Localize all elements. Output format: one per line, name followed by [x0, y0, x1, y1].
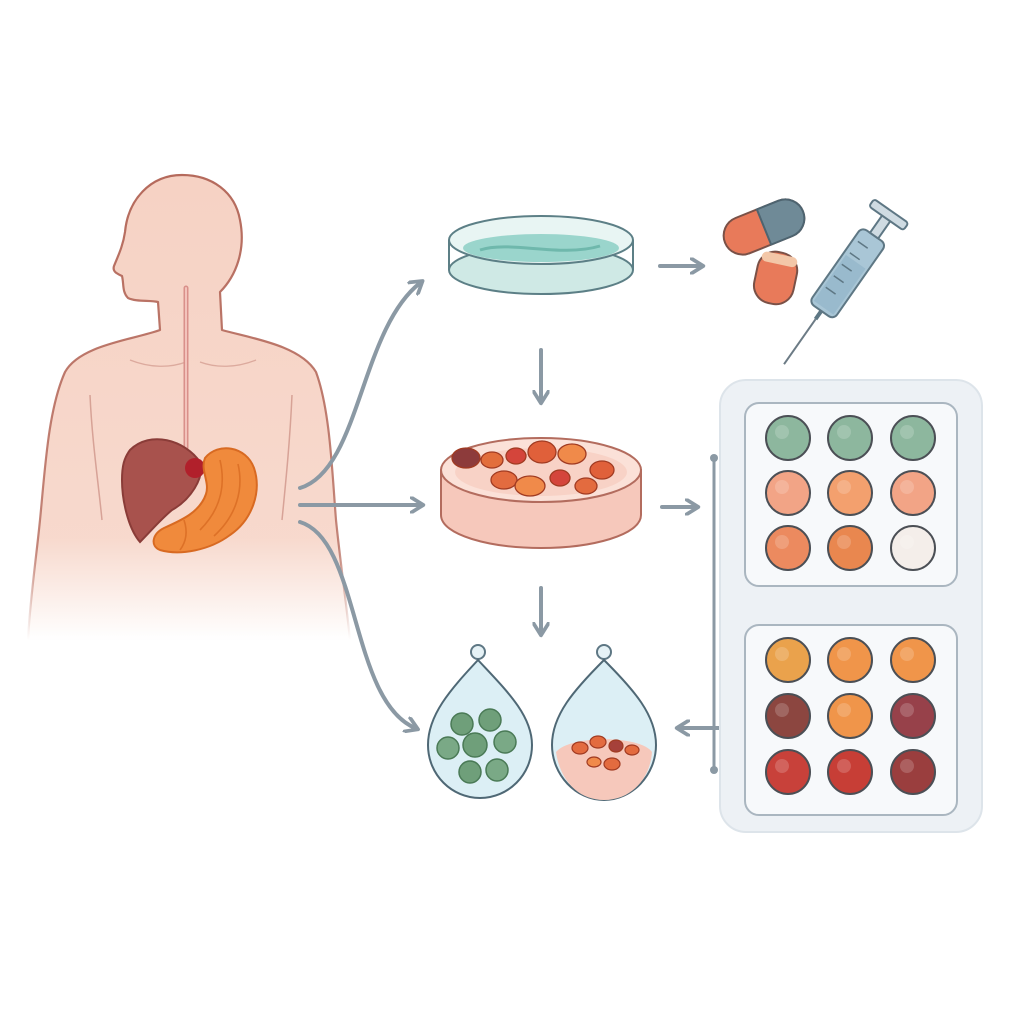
arrow-body-to-petri: [298, 283, 420, 490]
well-upper-plate-3: [890, 415, 936, 461]
well-lower-plate-3: [890, 637, 936, 683]
well-highlight: [775, 535, 789, 549]
well-plate-icon: [744, 624, 958, 816]
tissue-culture-dish-icon: [440, 437, 642, 550]
well-highlight: [775, 480, 789, 494]
arrow-body-to-organoids: [298, 520, 415, 728]
well-lower-plate-6: [890, 693, 936, 739]
well-upper-plate-6: [890, 470, 936, 516]
well-lower-plate-4: [765, 693, 811, 739]
well-lower-plate-8: [827, 749, 873, 795]
well-highlight: [900, 535, 914, 549]
well-plate-panel: [719, 379, 983, 833]
organoid-droplet-icon: [426, 644, 658, 802]
well-highlight: [775, 425, 789, 439]
green-organoids: [436, 708, 517, 784]
well-lower-plate-7: [765, 749, 811, 795]
well-highlight: [837, 647, 851, 661]
human-torso-icon: [26, 173, 352, 642]
stomach-icon: [152, 447, 258, 554]
well-plate-icon: [744, 402, 958, 587]
well-highlight: [900, 759, 914, 773]
well-upper-plate-2: [827, 415, 873, 461]
well-highlight: [900, 703, 914, 717]
well-highlight: [900, 480, 914, 494]
well-highlight: [837, 425, 851, 439]
well-lower-plate-9: [890, 749, 936, 795]
well-upper-plate-9: [890, 525, 936, 571]
tissue-fragments: [451, 440, 615, 497]
well-highlight: [837, 759, 851, 773]
well-highlight: [775, 759, 789, 773]
well-upper-plate-7: [765, 525, 811, 571]
well-lower-plate-2: [827, 637, 873, 683]
well-upper-plate-5: [827, 470, 873, 516]
well-upper-plate-8: [827, 525, 873, 571]
syringe-icon: [783, 199, 909, 365]
upper-plate-wells: [765, 415, 936, 571]
well-highlight: [775, 647, 789, 661]
petri-dish-icon: [448, 215, 634, 295]
well-highlight: [837, 535, 851, 549]
well-lower-plate-5: [827, 693, 873, 739]
orange-organoids: [571, 735, 640, 771]
well-highlight: [775, 703, 789, 717]
well-highlight: [837, 703, 851, 717]
liver-icon: [120, 438, 205, 544]
capsule-pill-icon: [722, 198, 806, 306]
well-lower-plate-1: [765, 637, 811, 683]
well-upper-plate-1: [765, 415, 811, 461]
well-highlight: [900, 425, 914, 439]
arrows: [298, 266, 740, 774]
lower-plate-wells: [765, 637, 936, 795]
well-upper-plate-4: [765, 470, 811, 516]
well-highlight: [837, 480, 851, 494]
well-highlight: [900, 647, 914, 661]
